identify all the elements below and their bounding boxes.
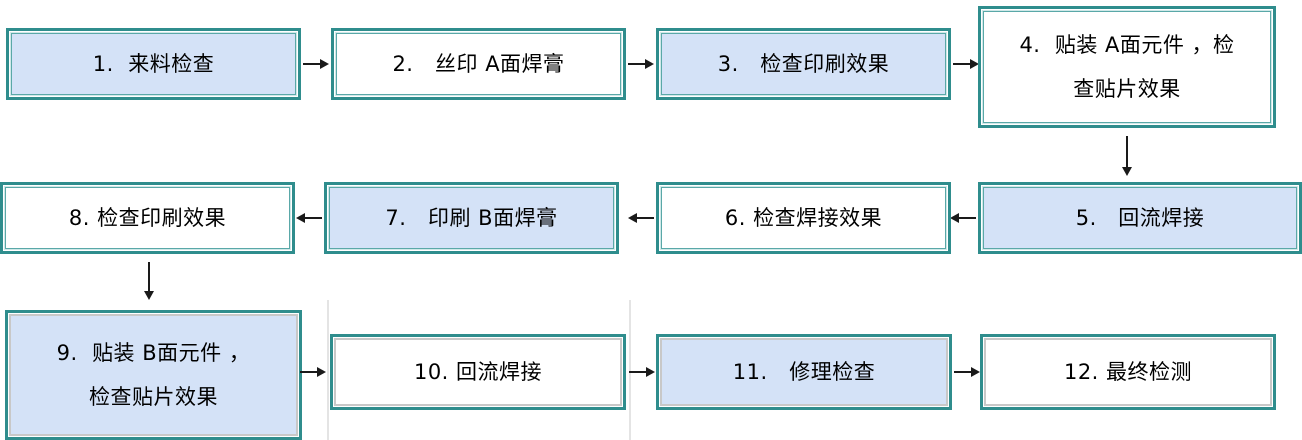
flow-node-10[interactable]: 10. 回流焊接 xyxy=(330,334,626,410)
flow-node-12[interactable]: 12. 最终检测 xyxy=(980,334,1276,410)
arrow-head-right-icon xyxy=(645,59,654,69)
arrow-head-down-icon xyxy=(1122,167,1132,176)
flow-node-9-label: 9. 贴装 B面元件 ， 检查贴片效果 xyxy=(56,341,251,409)
connector-11-to-12 xyxy=(954,366,980,378)
flow-node-4[interactable]: 4. 贴装 A面元件 ，检 查贴片效果 xyxy=(978,6,1276,128)
arrow-head-down-icon xyxy=(144,291,154,300)
flow-node-5[interactable]: 5. 回流焊接 xyxy=(978,182,1302,254)
connector-5-to-6 xyxy=(950,212,976,224)
arrow-head-left-icon xyxy=(628,213,637,223)
arrow-head-right-icon xyxy=(320,59,329,69)
flow-node-2-label: 2. 丝印 A面焊膏 xyxy=(392,52,565,76)
connector-10-to-11 xyxy=(629,366,655,378)
flow-node-1[interactable]: 1. 来料检查 xyxy=(6,28,301,100)
flow-node-12-label: 12. 最终检测 xyxy=(1063,360,1193,384)
connector-shaft xyxy=(148,262,150,291)
arrow-head-left-icon xyxy=(950,213,959,223)
connector-shaft xyxy=(637,217,654,219)
connector-shaft xyxy=(959,217,976,219)
connector-9-to-10 xyxy=(300,366,326,378)
column-guide-right xyxy=(629,300,631,440)
column-guide-left xyxy=(327,300,329,440)
connector-shaft xyxy=(1126,136,1128,167)
flow-node-1-label: 1. 来料检查 xyxy=(92,52,215,76)
flow-node-7[interactable]: 7. 印刷 B面焊膏 xyxy=(324,182,619,254)
flow-node-4-label: 4. 贴装 A面元件 ，检 查贴片效果 xyxy=(1019,33,1235,101)
connector-shaft xyxy=(303,63,320,65)
connector-4-to-5 xyxy=(1121,136,1133,176)
arrow-head-right-icon xyxy=(971,367,980,377)
connector-shaft xyxy=(300,371,317,373)
flow-node-6-label: 6. 检查焊接效果 xyxy=(724,206,883,230)
arrow-head-right-icon xyxy=(646,367,655,377)
connector-2-to-3 xyxy=(628,58,654,70)
flow-node-5-label: 5. 回流焊接 xyxy=(1075,206,1205,230)
flow-node-6[interactable]: 6. 检查焊接效果 xyxy=(656,182,951,254)
flow-node-3-label: 3. 检查印刷效果 xyxy=(717,52,890,76)
flow-node-3[interactable]: 3. 检查印刷效果 xyxy=(656,28,951,100)
connector-7-to-8 xyxy=(296,212,322,224)
connector-shaft xyxy=(953,63,970,65)
connector-6-to-7 xyxy=(628,212,654,224)
connector-shaft xyxy=(954,371,971,373)
connector-3-to-4 xyxy=(953,58,979,70)
connector-shaft xyxy=(305,217,322,219)
flow-node-9[interactable]: 9. 贴装 B面元件 ， 检查贴片效果 xyxy=(5,310,302,440)
connector-shaft xyxy=(628,63,645,65)
flow-node-8[interactable]: 8. 检查印刷效果 xyxy=(0,182,295,254)
connector-8-to-9 xyxy=(143,262,155,300)
flow-node-2[interactable]: 2. 丝印 A面焊膏 xyxy=(331,28,626,100)
connector-1-to-2 xyxy=(303,58,329,70)
flow-node-7-label: 7. 印刷 B面焊膏 xyxy=(385,206,558,230)
flow-node-8-label: 8. 检查印刷效果 xyxy=(68,206,227,230)
flow-node-10-label: 10. 回流焊接 xyxy=(413,360,543,384)
flow-node-11-label: 11. 修理检查 xyxy=(732,360,876,384)
arrow-head-right-icon xyxy=(317,367,326,377)
arrow-head-right-icon xyxy=(970,59,979,69)
arrow-head-left-icon xyxy=(296,213,305,223)
flow-node-11[interactable]: 11. 修理检查 xyxy=(656,334,952,410)
connector-shaft xyxy=(629,371,646,373)
